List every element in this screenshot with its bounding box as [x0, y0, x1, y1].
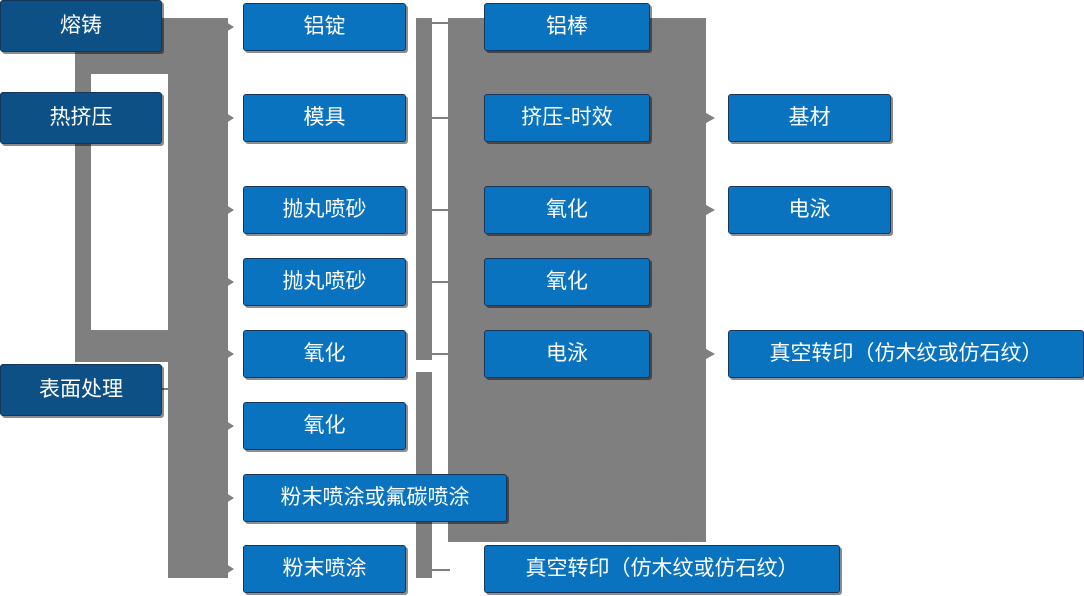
process-label-powder-coating: 粉末喷涂: [282, 556, 367, 581]
connector-rail-3: [432, 209, 450, 211]
process-box-oxidation-1[interactable]: 氧化: [243, 330, 406, 378]
process-label-oxidation-1: 氧化: [303, 341, 346, 366]
process-label-oxidation-2: 氧化: [303, 413, 346, 438]
process-label-shotblast-1: 抛丸喷砂: [282, 197, 367, 222]
connector-bus-left-stub-mid: [75, 74, 91, 360]
final-box-substrate[interactable]: 基材: [728, 94, 891, 142]
output-label-oxidation-2: 氧化: [546, 269, 588, 294]
output-box-electrophoresis[interactable]: 电泳: [484, 330, 650, 378]
output-box-vacuum-transfer[interactable]: 真空转印（仿木纹或仿石纹）: [484, 545, 840, 593]
arrow-to-oxidation-1: [223, 347, 234, 361]
arrow-to-shotblast-2: [223, 275, 234, 289]
process-box-die[interactable]: 模具: [243, 94, 406, 142]
final-box-vacuum-transfer[interactable]: 真空转印（仿木纹或仿石纹）: [728, 330, 1084, 378]
connector-leader-surface: [162, 388, 182, 390]
final-label-vacuum-transfer: 真空转印（仿木纹或仿石纹）: [769, 341, 1043, 366]
process-box-shotblast-1[interactable]: 抛丸喷砂: [243, 186, 406, 234]
arrow-to-die: [223, 111, 234, 125]
stage-label-melting: 熔铸: [60, 13, 102, 38]
output-label-electrophoresis: 电泳: [546, 341, 588, 366]
final-box-electrophoresis[interactable]: 电泳: [728, 186, 891, 234]
arrow-to-ingot: [223, 20, 234, 34]
stage-label-surface-treatment: 表面处理: [39, 377, 123, 402]
stage-box-melting[interactable]: 熔铸: [0, 0, 162, 52]
connector-bus-left-vertical: [168, 18, 228, 578]
connector-rail-6: [432, 569, 450, 571]
output-label-extrusion-aging: 挤压-时效: [521, 105, 613, 130]
output-label-aluminium-bar: 铝棒: [546, 14, 588, 39]
process-label-powder-or-fluorocarbon: 粉末喷涂或氟碳喷涂: [280, 485, 470, 510]
connector-rail-1: [432, 22, 450, 24]
connector-bus-mid-upper: [416, 18, 432, 360]
output-label-oxidation-1: 氧化: [546, 197, 588, 222]
arrow-to-oxidation-2: [223, 419, 234, 433]
output-box-oxidation-2[interactable]: 氧化: [484, 258, 650, 306]
arrow-to-powder-fluoro: [223, 491, 234, 505]
arrow-to-vacuum: [706, 349, 715, 359]
arrow-to-electro: [706, 205, 715, 215]
process-box-shotblast-2[interactable]: 抛丸喷砂: [243, 258, 406, 306]
final-label-substrate: 基材: [788, 105, 831, 130]
connector-rail-4: [432, 281, 450, 283]
connector-rail-5: [432, 353, 450, 355]
stage-label-hot-extrusion: 热挤压: [49, 105, 113, 130]
process-box-ingot[interactable]: 铝锭: [243, 3, 406, 51]
output-box-extrusion-aging[interactable]: 挤压-时效: [484, 94, 650, 142]
output-box-oxidation-1[interactable]: 氧化: [484, 186, 650, 234]
arrow-to-shotblast-1: [223, 203, 234, 217]
process-label-die: 模具: [303, 105, 346, 130]
arrow-to-powder: [223, 562, 234, 576]
connector-rail-2: [432, 117, 450, 119]
process-label-ingot: 铝锭: [303, 14, 346, 39]
process-label-shotblast-2: 抛丸喷砂: [282, 269, 367, 294]
process-box-powder-coating[interactable]: 粉末喷涂: [243, 545, 406, 593]
process-box-powder-or-fluorocarbon[interactable]: 粉末喷涂或氟碳喷涂: [243, 474, 507, 522]
final-label-electrophoresis: 电泳: [788, 197, 831, 222]
arrow-to-substrate: [706, 113, 715, 123]
stage-box-surface-treatment[interactable]: 表面处理: [0, 364, 162, 416]
output-label-vacuum-transfer: 真空转印（仿木纹或仿石纹）: [525, 556, 799, 581]
output-box-aluminium-bar[interactable]: 铝棒: [484, 3, 650, 51]
stage-box-hot-extrusion[interactable]: 热挤压: [0, 92, 162, 144]
process-box-oxidation-2[interactable]: 氧化: [243, 402, 406, 450]
connector-bus-left-stub-low: [75, 330, 170, 362]
